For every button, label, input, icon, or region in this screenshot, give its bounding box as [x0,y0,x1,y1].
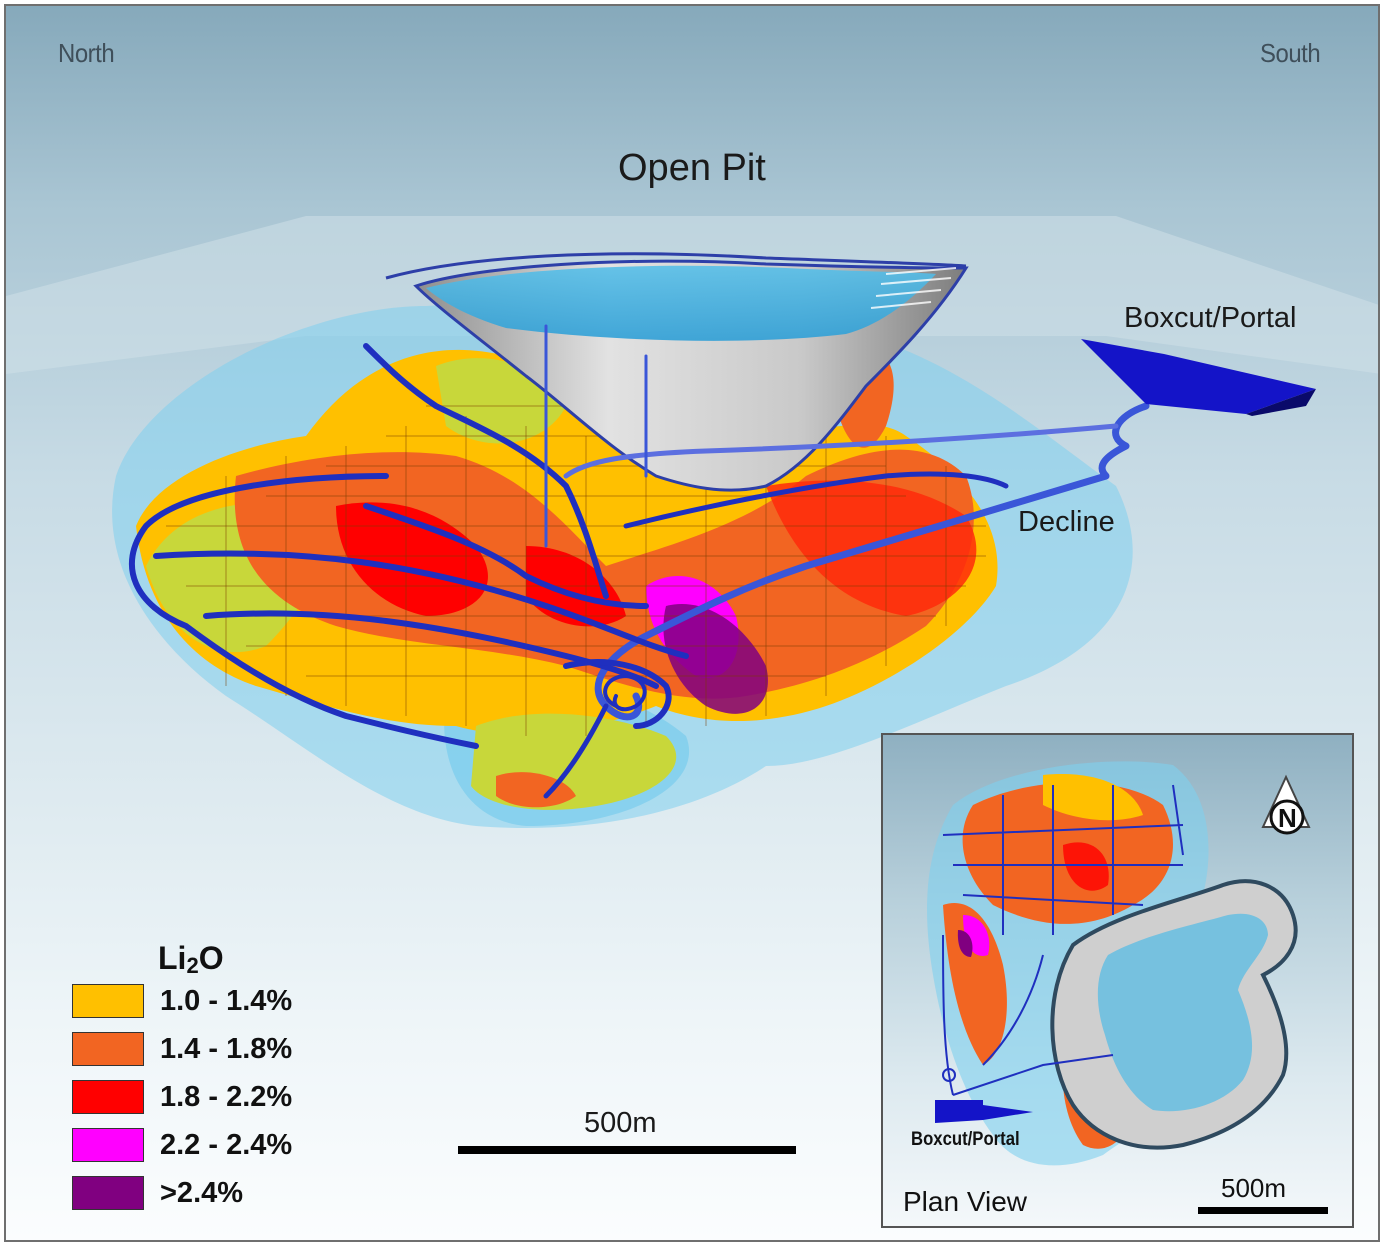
decline-label: Decline [1018,506,1115,538]
inset-tunnels [942,784,1184,1096]
north-arrow-circle [1269,799,1305,835]
legend-label: 1.8 - 2.2% [160,1081,293,1113]
south-label: South [1260,38,1321,68]
legend-item: 1.8 - 2.2% [72,1080,332,1116]
pit-benches [870,267,957,309]
legend-label: 1.0 - 1.4% [160,985,293,1017]
lower-drive [543,703,609,799]
inset-scale-bar [1198,1207,1328,1214]
legend-label: 1.4 - 1.8% [160,1033,293,1065]
legend-item: 2.2 - 2.4% [72,1128,332,1164]
ore-zone-lower-lobe-orange [496,772,576,808]
level-drive-6 [563,659,672,729]
decline-upper [563,423,1119,479]
legend-swatch [72,984,144,1018]
boxcut-portal-label: Boxcut/Portal [1124,302,1297,334]
plan-view-inset: N Boxcut/Portal Plan View 500m [881,733,1354,1228]
open-pit [385,252,969,492]
inset-ore-red [1063,842,1109,891]
legend-item: 1.0 - 1.4% [72,984,332,1020]
legend-title-subscript: 2 [186,953,199,978]
level-drive-2 [203,610,659,689]
open-pit-label: Open Pit [618,147,766,189]
inset-boxcut-portal-label: Boxcut/Portal [911,1129,1020,1150]
3d-view-panel: North South Open Pit Boxcut/Portal Decli… [4,4,1380,1242]
level-drive-1 [153,550,689,659]
level-drive-4 [363,343,609,599]
legend-label: 2.2 - 2.4% [160,1129,293,1161]
legend-item: 1.4 - 1.8% [72,1032,332,1068]
ring-drive-north [128,473,479,749]
inset-ore-yellow [1043,774,1143,821]
legend-label: >2.4% [160,1177,244,1209]
ore-zone-above-2.4 [663,604,768,714]
pit-water [426,265,936,341]
plan-view-title: Plan View [903,1186,1028,1217]
shaft [544,324,648,548]
inset-boxcut-portal [935,1100,1033,1123]
pit-rim [385,252,967,280]
north-label: North [58,38,115,68]
legend-swatch [72,1128,144,1162]
inset-pit-water [1097,913,1268,1112]
boxcut-portal [1081,339,1316,414]
boxcut-portal-face [1246,389,1316,416]
north-arrow-letter: N [1278,803,1297,833]
decline-tunnel [594,402,1150,721]
inset-ramp-loop [942,1068,957,1082]
legend-title-li: Li [158,940,187,976]
legend-item: >2.4% [72,1176,332,1212]
inset-ore-purple [957,930,973,957]
spiral-ramp [603,674,647,712]
level-drive-5 [623,471,1009,529]
inset-scale-bar-label: 500m [1221,1173,1287,1203]
legend-title-o: O [198,940,224,976]
legend-swatch [72,1032,144,1066]
legend-title: Li2O [158,940,224,979]
level-drive-3 [363,503,649,609]
ore-zone-1.8-2.2 [336,502,488,616]
scale-bar-label: 500m [584,1107,657,1139]
scale-bar [458,1146,796,1154]
legend-swatch [72,1176,144,1210]
legend-swatch [72,1080,144,1114]
mine-3d-scene [6,216,1378,828]
tunnels [128,324,1150,799]
plan-view-map [927,761,1311,1166]
north-arrow [1261,774,1311,835]
